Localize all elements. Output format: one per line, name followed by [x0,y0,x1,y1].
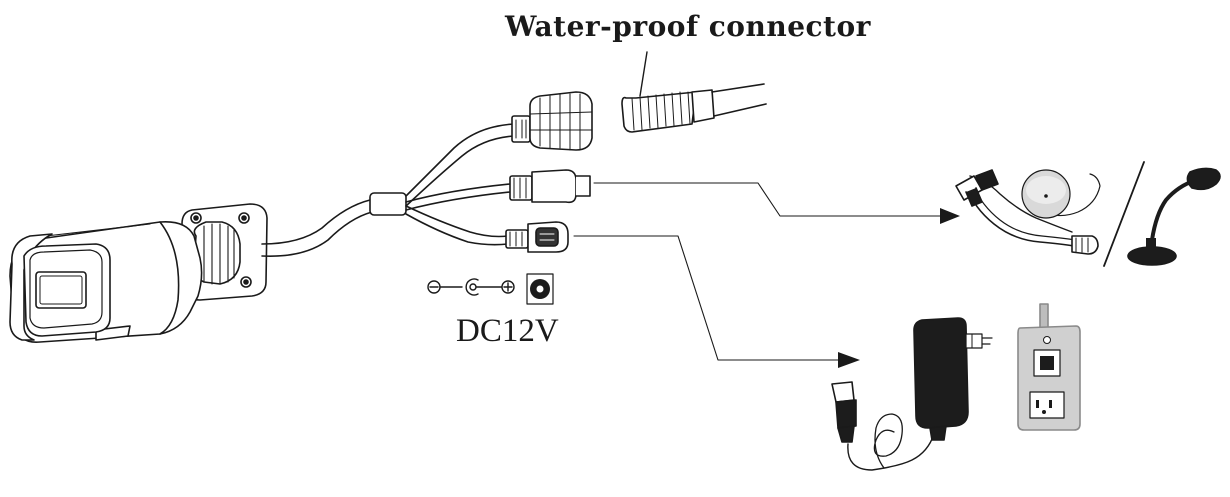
gooseneck-microphone [1127,167,1221,266]
separator-slash [1103,161,1145,267]
bullet-camera [9,203,268,343]
power-adapter [831,317,993,471]
power-strip [1017,303,1081,431]
pickup-microphone [955,169,1101,255]
leader-lines [573,182,960,368]
network-connector [511,91,593,151]
polarity-symbol [427,273,554,305]
waterproof-cap [621,51,767,133]
cable-harness [261,123,515,257]
power-connector [505,221,569,253]
audio-connector [509,169,591,204]
waterproof-connector-label: Water-proof connector [505,10,871,43]
dc12v-label: DC12V [456,313,559,349]
